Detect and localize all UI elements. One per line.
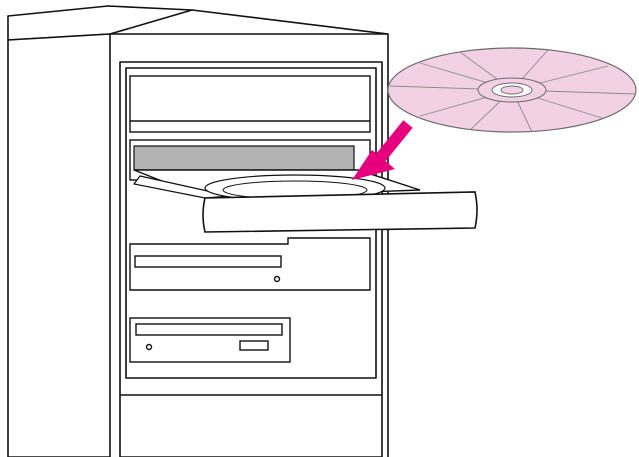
cd-disc-icon: [387, 47, 637, 133]
drive-bay-middle: [129, 237, 371, 291]
drive-bay-lower: [129, 317, 291, 363]
insert-arrow-icon: [352, 120, 413, 180]
drive-bay-top: [129, 75, 371, 133]
computer-tower-icon: [7, 5, 389, 457]
cd-drive: [129, 139, 478, 233]
